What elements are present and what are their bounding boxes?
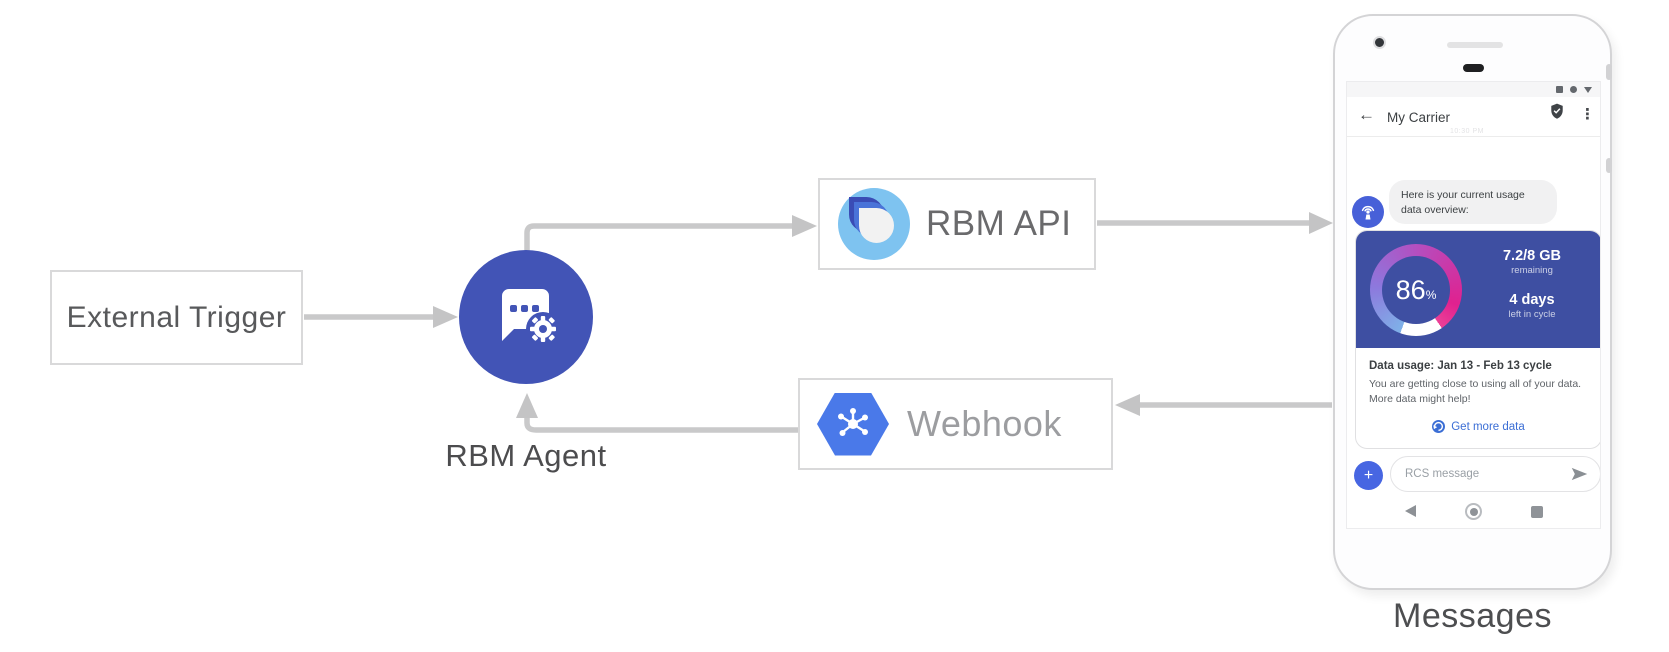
phone-screen: ← My Carrier 10:30 PM ⋮ [1346,81,1601,529]
send-arrow-icon[interactable] [1571,467,1588,481]
overflow-menu-icon[interactable]: ⋮ [1580,106,1595,123]
dot-icon [1570,86,1577,93]
status-bar [1347,82,1600,97]
recents-square-icon[interactable] [1531,506,1543,518]
get-more-data-label: Get more data [1451,420,1525,433]
sensor-pill [1463,64,1484,72]
app-bar: ← My Carrier 10:30 PM ⋮ [1347,97,1600,137]
messages-app-label: Messages [1393,597,1552,635]
conversation-title: My Carrier [1387,110,1450,125]
card-body-line2: More data might help! [1369,393,1471,406]
add-attachment-button[interactable]: + [1354,461,1383,490]
broadcast-antenna-icon [1361,205,1375,220]
volume-button [1606,158,1612,173]
chat-bubble: Here is your current usage data overview… [1389,180,1557,224]
rbm-drop-logo-icon [838,188,910,260]
external-trigger-node: External Trigger [50,270,303,365]
days-left-value: 4 days [1509,292,1555,308]
rcs-message-input[interactable] [1405,468,1571,480]
message-input-pill [1390,456,1600,492]
agent-avatar [1352,196,1384,228]
data-remaining-caption: remaining [1511,265,1553,276]
rbm-api-node: RBM API [818,178,1096,270]
usage-percent-symbol: % [1425,288,1437,302]
days-left-caption: left in cycle [1508,309,1556,320]
earpiece-speaker [1447,42,1503,48]
chat-bubble-gear-icon [502,289,560,346]
webhook-label: Webhook [907,403,1062,444]
power-button [1606,64,1612,80]
usage-percent: 86 [1395,274,1426,305]
back-arrow-icon[interactable]: ← [1358,105,1375,124]
usage-gauge-panel: 86 % 7.2/8 GB remaining 4 days left in c… [1356,231,1600,348]
triangle-down-icon [1584,86,1592,93]
data-remaining-value: 7.2/8 GB [1502,248,1562,264]
faint-timestamp: 10:30 PM [1450,128,1484,135]
card-body-line1: You are getting close to using all of yo… [1369,378,1582,390]
card-title: Data usage: Jan 13 - Feb 13 cycle [1369,360,1552,372]
globe-data-icon [1432,420,1446,434]
cloud-hexagon-hub-icon [817,392,889,456]
webhook-node: Webhook [798,378,1113,470]
get-more-data-action[interactable]: Get more data [1369,420,1588,434]
phone-mockup: ← My Carrier 10:30 PM ⋮ [1333,14,1612,590]
usage-donut-gauge: 86 % [1370,244,1462,336]
square-icon [1556,86,1563,93]
front-camera-icon [1373,36,1386,49]
rbm-agent-node [459,250,593,384]
external-trigger-label: External Trigger [66,300,287,334]
rbm-api-label: RBM API [926,204,1072,243]
usage-rich-card: 86 % 7.2/8 GB remaining 4 days left in c… [1355,230,1600,449]
home-circle-icon[interactable] [1465,503,1482,520]
android-nav-bar [1347,493,1600,528]
back-triangle-icon[interactable] [1405,505,1416,517]
rbm-agent-label: RBM Agent [445,438,607,473]
shield-check-icon [1550,103,1564,124]
